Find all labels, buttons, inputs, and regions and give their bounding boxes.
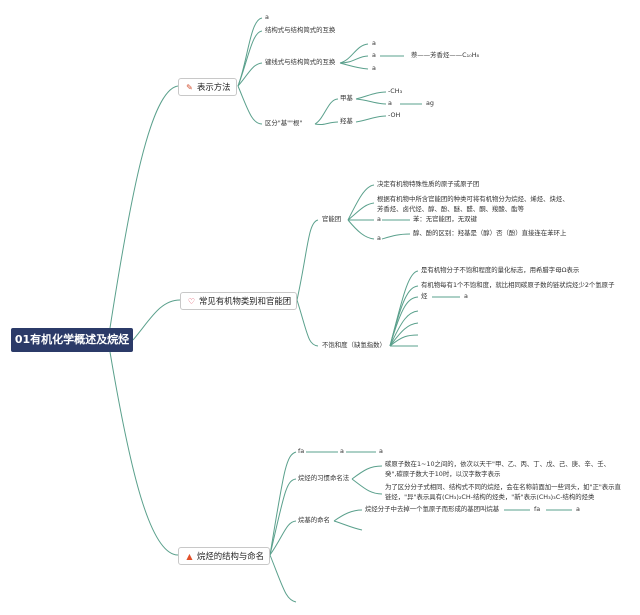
topic-alkanes[interactable]: ▲ 烷烃的结构与命名	[178, 547, 270, 565]
topic-representation[interactable]: ✎ 表示方法	[178, 78, 237, 96]
node-a[interactable]: a	[265, 13, 269, 21]
node-a[interactable]: a	[340, 447, 344, 455]
node-fg-definition[interactable]: 决定有机物特殊性质的原子或原子团	[377, 180, 480, 188]
node-a[interactable]: a	[372, 39, 376, 47]
root-topic[interactable]: 01有机化学概述及烷烃	[11, 328, 133, 352]
topic-categories[interactable]: ♡常见有机物类别和官能团	[180, 292, 298, 310]
node-unsaturation-rule[interactable]: 有机物每有1个不饱和度，就比相同碳原子数的链状烷烃少2个氢原子	[421, 281, 615, 289]
node-ch3[interactable]: -CH₃	[388, 87, 403, 95]
node-a[interactable]: a	[576, 505, 580, 513]
topic-label: 烷烃的结构与命名	[197, 551, 264, 561]
node-common-naming[interactable]: 烷烃的习惯命名法	[298, 474, 350, 482]
node-alcohol-phenol[interactable]: 醇、酚的区别：羟基是（醇）否（酚）直接连在苯环上	[413, 229, 567, 237]
node-hydroxyl[interactable]: 羟基	[340, 117, 353, 125]
node-alkyl-def[interactable]: 烷烃分子中去掉一个氢原子而形成的基团叫烷基	[365, 505, 500, 513]
node-a[interactable]: a	[388, 99, 392, 107]
node-functional-group[interactable]: 官能团	[322, 215, 342, 223]
node-structural-formula[interactable]: 结构式与结构简式的互换	[265, 26, 336, 34]
node-distinguish-radical[interactable]: 区分"基""根"	[265, 119, 303, 127]
node-a[interactable]: a	[377, 215, 381, 223]
node-a[interactable]: a	[464, 292, 468, 300]
topic-label: 常见有机物类别和官能团	[199, 296, 292, 306]
node-skeletal-formula[interactable]: 键线式与结构简式的互换	[265, 58, 336, 66]
pencil-icon: ✎	[186, 83, 193, 92]
node-a[interactable]: a	[372, 64, 376, 72]
node-a[interactable]: a	[377, 234, 381, 242]
node-a[interactable]: a	[372, 51, 376, 59]
node-unsaturation-def[interactable]: 是有机物分子不饱和程度的量化标志，用希腊字母Ω表示	[421, 266, 580, 274]
node-fa[interactable]: fa	[534, 505, 541, 513]
fire-icon: ▲	[186, 552, 193, 561]
node-unsaturation[interactable]: 不饱和度（缺氢指数）	[322, 341, 386, 349]
node-fg-classification[interactable]: 根据有机物中所含官能团的种类可将有机物分为烷烃、烯烃、炔烃、芳香烃、卤代烃、醇、…	[377, 195, 569, 213]
topic-label: 表示方法	[197, 82, 231, 92]
node-oh[interactable]: -OH	[388, 111, 401, 119]
node-benzene[interactable]: 苯：无官能团，无双键	[413, 215, 477, 223]
heart-icon: ♡	[187, 297, 196, 306]
node-naphthalene[interactable]: 萘——芳香烃——C₁₀H₈	[411, 51, 480, 59]
node-fa[interactable]: fa	[298, 447, 305, 455]
node-methyl[interactable]: 甲基	[340, 94, 353, 102]
node-alkyl-naming[interactable]: 烷基的命名	[298, 516, 330, 524]
node-prefix-rule[interactable]: 为了区分分子式相同、结构式不同的烷烃，会在名称前面加一些词头，如"正"表示直链烃…	[385, 483, 621, 501]
node-hydrocarbon[interactable]: 烃	[421, 292, 428, 300]
node-a[interactable]: a	[379, 447, 383, 455]
node-carbon-count-rule[interactable]: 碳原子数在1~10之间的，依次以天干"甲、乙、丙、丁、戊、己、庚、辛、壬、癸",…	[385, 460, 610, 478]
node-ag[interactable]: ag	[426, 99, 434, 107]
